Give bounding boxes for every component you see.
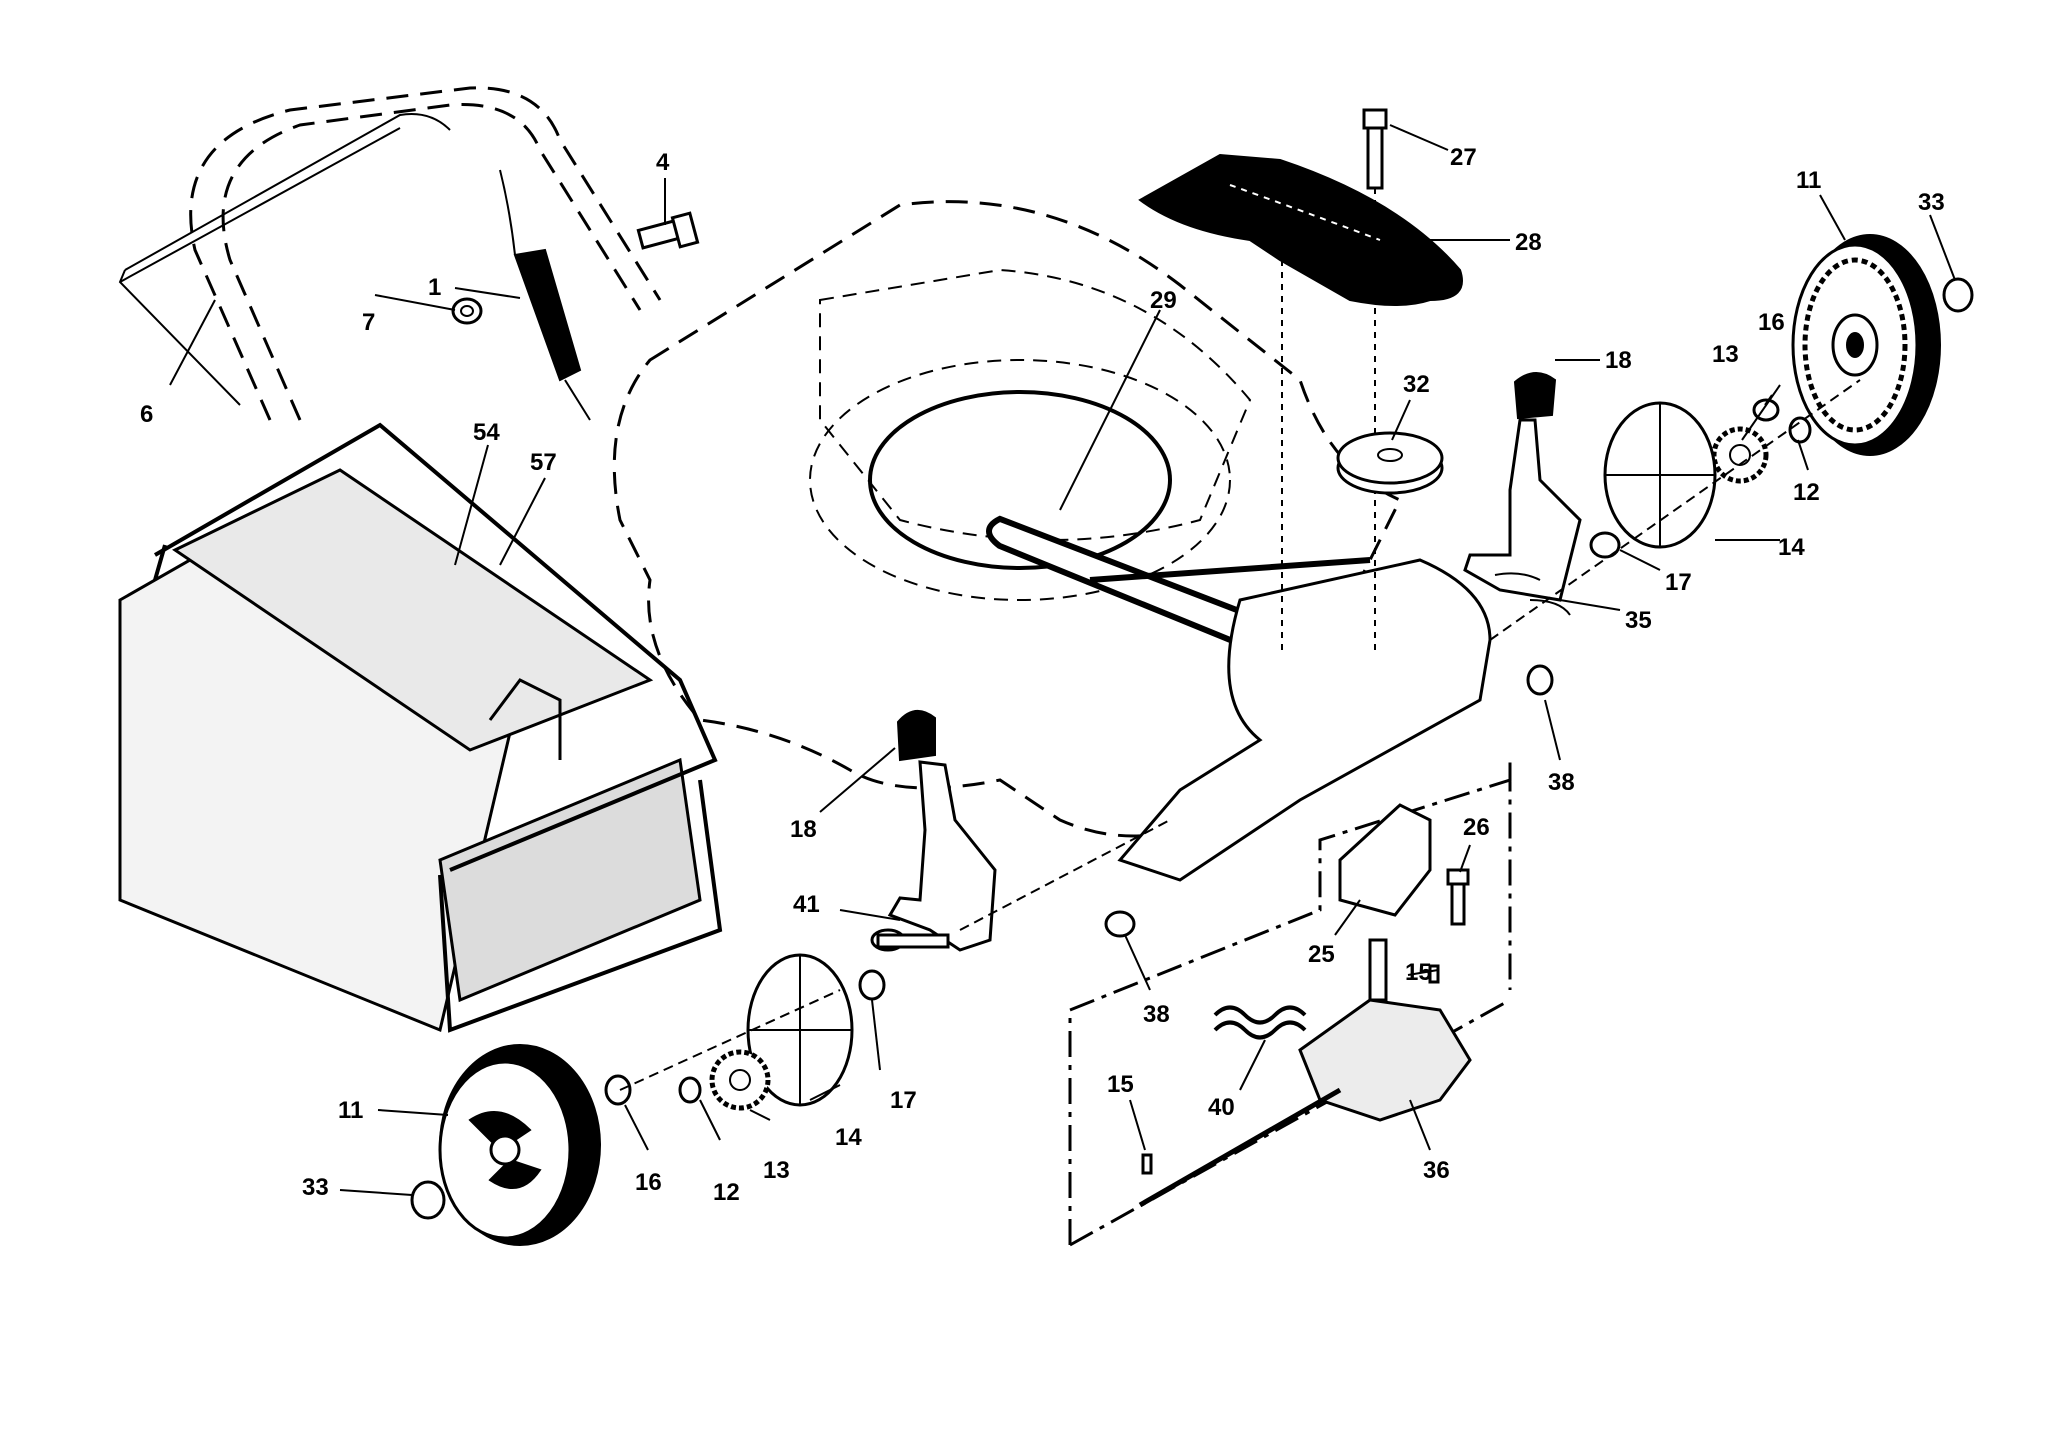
left-clip-12 — [678, 1076, 702, 1104]
left-washer-16 — [604, 1074, 632, 1106]
left-hubcap-nut — [410, 1180, 446, 1220]
label-54: 54 — [473, 419, 500, 446]
handle-assembly — [118, 86, 662, 421]
bolt-26-part — [1446, 868, 1470, 926]
mower-deck — [612, 200, 1403, 838]
label-27: 27 — [1450, 144, 1477, 171]
left-height-adjuster — [870, 710, 997, 952]
label-25: 25 — [1308, 941, 1335, 968]
bracket-25-part — [1338, 803, 1432, 917]
label-14-right: 14 — [1778, 534, 1805, 561]
label-17-right: 17 — [1665, 569, 1692, 596]
label-15-left: 15 — [1107, 1071, 1134, 1098]
label-16-right: 16 — [1758, 309, 1785, 336]
rear-housing — [1117, 558, 1492, 882]
nut-part — [451, 297, 483, 325]
right-gear-part — [1711, 426, 1769, 484]
rear-deflector-part — [1138, 153, 1463, 650]
spring-40-part — [1213, 1005, 1307, 1040]
part-labels: 1 4 6 7 11 33 16 13 12 14 17 18 35 32 27… — [140, 144, 1945, 1206]
label-18-left: 18 — [790, 816, 817, 843]
left-wheel-plate-part — [746, 953, 854, 1107]
leader-lines — [169, 124, 1956, 1196]
label-36: 36 — [1423, 1157, 1450, 1184]
left-wheel-part — [438, 1044, 601, 1246]
label-1: 1 — [428, 274, 441, 301]
label-33-left: 33 — [302, 1174, 329, 1201]
label-7: 7 — [362, 309, 375, 336]
label-4: 4 — [656, 149, 670, 176]
right-wheel-plate-part — [1603, 401, 1717, 549]
left-washer-17 — [858, 969, 886, 1001]
bolt-part — [636, 211, 700, 250]
label-15-right: 15 — [1405, 959, 1432, 986]
right-wheel-part — [1791, 234, 1941, 456]
right-hubcap-nut — [1942, 277, 1974, 313]
label-18-right: 18 — [1605, 347, 1632, 374]
label-40: 40 — [1208, 1094, 1235, 1121]
label-57: 57 — [530, 449, 557, 476]
nut-38-left — [1104, 910, 1136, 938]
label-38-left: 38 — [1143, 1001, 1170, 1028]
label-11-right: 11 — [1796, 167, 1821, 194]
right-nut-38 — [1526, 664, 1554, 696]
label-28: 28 — [1515, 229, 1542, 256]
label-35: 35 — [1625, 607, 1652, 634]
cable-bracket-part — [499, 169, 591, 421]
label-33-right: 33 — [1918, 189, 1945, 216]
label-32: 32 — [1403, 371, 1430, 398]
label-29: 29 — [1150, 287, 1177, 314]
label-38-right: 38 — [1548, 769, 1575, 796]
label-14-left: 14 — [835, 1124, 862, 1151]
label-11-left: 11 — [338, 1097, 363, 1124]
grass-catcher — [118, 422, 723, 1033]
label-12-left: 12 — [713, 1179, 740, 1206]
label-13-right: 13 — [1712, 341, 1739, 368]
label-26: 26 — [1463, 814, 1490, 841]
pulley-part — [1336, 431, 1444, 495]
right-height-adjuster — [1463, 372, 1582, 616]
transmission-36-part — [1138, 938, 1472, 1208]
label-6: 6 — [140, 401, 153, 428]
label-12-right: 12 — [1793, 479, 1820, 506]
label-13-left: 13 — [763, 1157, 790, 1184]
label-17-left: 17 — [890, 1087, 917, 1114]
label-16-left: 16 — [635, 1169, 662, 1196]
label-41: 41 — [793, 891, 820, 918]
left-gear-part — [709, 1049, 771, 1111]
pin-15-part — [1141, 964, 1440, 1175]
